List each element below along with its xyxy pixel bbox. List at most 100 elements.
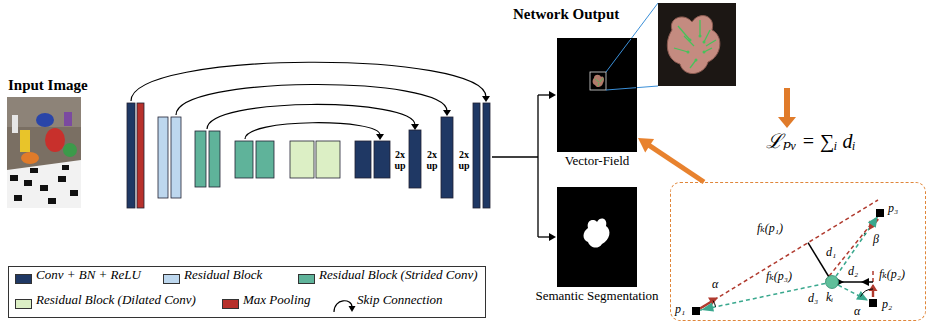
network-block xyxy=(127,103,490,208)
input-photo xyxy=(14,195,22,201)
network-block xyxy=(473,103,480,208)
zoom-view xyxy=(695,59,698,62)
arrow-head xyxy=(376,96,490,140)
zoom-view xyxy=(606,3,736,90)
input-photo xyxy=(12,115,18,133)
zoom-view xyxy=(674,20,716,68)
node-label: Vector-Field xyxy=(565,154,630,169)
geometry-label: d₁ xyxy=(826,246,836,260)
input-image-box: Input Image xyxy=(7,97,81,208)
feedback-arrow xyxy=(638,138,704,182)
geometry-figure xyxy=(876,209,884,217)
geometry-figure xyxy=(861,289,874,297)
network-block xyxy=(483,103,490,208)
skip-connection xyxy=(176,84,447,115)
geometry-label: kᵢ xyxy=(826,291,833,305)
geometry-label: p₂ xyxy=(882,298,892,312)
arrow-shaft xyxy=(648,145,704,182)
skip-connection xyxy=(245,123,380,139)
geometry-label: α xyxy=(712,278,718,292)
loss-arrow xyxy=(778,88,796,128)
zoom-view xyxy=(687,51,690,54)
network-block xyxy=(316,141,340,178)
skip-connection-symbol xyxy=(334,301,356,312)
network-block xyxy=(209,131,220,187)
zoom-view xyxy=(690,60,696,68)
network-block xyxy=(137,103,144,208)
arrow-head xyxy=(638,138,654,152)
zoom-view xyxy=(699,20,700,36)
output-arrow xyxy=(538,236,550,237)
segmentation-map xyxy=(584,219,610,248)
network-block xyxy=(158,117,168,198)
geometry-figure xyxy=(696,200,878,311)
geometry-label: p₁ xyxy=(675,303,685,317)
network-block xyxy=(256,141,274,178)
legend-label: Residual Block xyxy=(184,268,262,283)
vector-field-map xyxy=(557,38,637,152)
output-arrow xyxy=(492,95,550,237)
network-block xyxy=(441,117,453,198)
input-photo xyxy=(62,165,69,170)
legend-label: Conv + BN + ReLU xyxy=(36,268,141,283)
geometry-label: fₖ(p₁) xyxy=(757,222,783,236)
geometry-figure xyxy=(869,284,878,291)
zoom-view xyxy=(606,86,658,90)
network-block xyxy=(127,103,135,208)
network-block xyxy=(235,141,253,178)
zoom-view xyxy=(689,39,692,42)
geometry-figure xyxy=(696,213,880,311)
segmentation-map xyxy=(557,187,637,287)
node-label: Semantic Segmentation xyxy=(535,289,658,304)
legend-swatch xyxy=(163,274,180,284)
zoom-view xyxy=(704,30,710,42)
geometry-label: α xyxy=(854,305,860,319)
input-photo xyxy=(24,180,32,186)
geometry-figure xyxy=(861,278,869,286)
arrow-head xyxy=(549,91,556,99)
arrow-head xyxy=(376,134,384,140)
geometry-figure xyxy=(692,209,884,315)
network-block xyxy=(171,117,181,198)
network-block xyxy=(374,141,390,178)
geometry-figure xyxy=(826,276,839,289)
geometry-figure xyxy=(713,301,716,307)
arrow-head xyxy=(443,110,451,116)
arrow-head xyxy=(411,124,419,130)
legend-label: Residual Block (Strided Conv) xyxy=(319,268,478,283)
output-map-box: Semantic Segmentation xyxy=(557,187,637,287)
zoom-view xyxy=(674,48,688,52)
segmentation-map xyxy=(557,187,637,287)
legend-swatch xyxy=(15,274,32,284)
output-arrow xyxy=(538,94,550,95)
skip-connection xyxy=(131,62,486,139)
zoom-view xyxy=(703,51,706,54)
zoom-view xyxy=(687,35,706,62)
input-photo xyxy=(7,97,81,127)
skip-connection xyxy=(131,62,486,101)
input-photo xyxy=(40,185,48,191)
network-block xyxy=(409,130,421,188)
legend-label: Residual Block (Dilated Conv) xyxy=(36,293,196,308)
geometry-label: fₖ(p₃) xyxy=(766,270,792,284)
zoom-view xyxy=(678,26,690,40)
input-photo xyxy=(63,143,77,157)
zoom-view xyxy=(667,16,720,74)
legend-swatch xyxy=(298,274,315,284)
zoom-view xyxy=(684,36,694,46)
geometry-label: p₃ xyxy=(888,202,898,216)
geometry-figure xyxy=(808,243,873,282)
geometry-label: β xyxy=(873,233,879,247)
zoom-view xyxy=(706,40,716,46)
loss-arrow xyxy=(784,88,790,118)
input-photo xyxy=(10,175,18,181)
input-photo xyxy=(70,190,78,196)
input-photo xyxy=(58,176,66,182)
input-photo xyxy=(48,198,56,204)
section-heading: Network Output xyxy=(513,6,619,23)
geometry-label: d₂ xyxy=(848,265,858,279)
skip-connection xyxy=(207,104,415,129)
geometry-figure xyxy=(826,213,880,280)
upsample-label: 2x up xyxy=(424,149,440,171)
